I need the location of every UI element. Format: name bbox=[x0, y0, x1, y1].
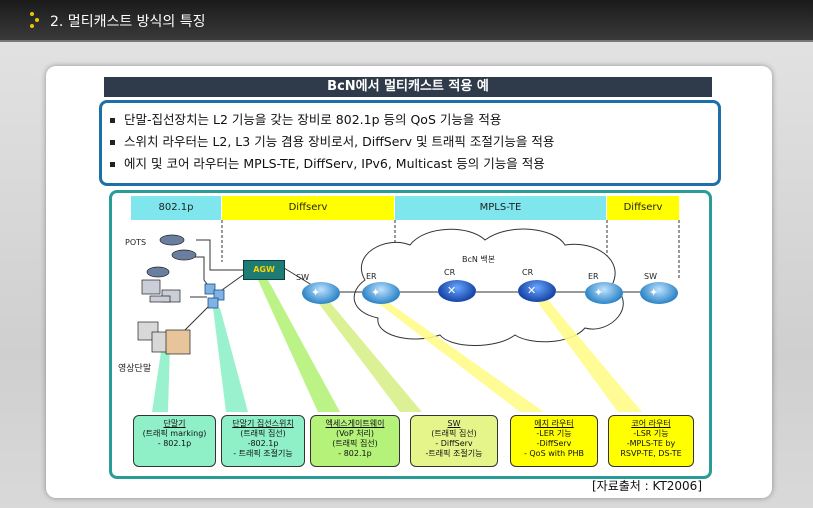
core-router-icon: ✕ bbox=[438, 280, 476, 302]
top-bar: 2. 멀티캐스트 방식의 특징 bbox=[0, 0, 813, 42]
phone-icon bbox=[146, 234, 197, 278]
segment-diffserv-2: Diffserv bbox=[607, 196, 679, 220]
callout-edge-router: 에지 라우터 -LER 기능-DiffServ- QoS with PHB bbox=[510, 415, 598, 467]
switch-router-icon: ✦ bbox=[640, 282, 678, 304]
router-label: SW bbox=[296, 273, 309, 282]
pc-icon bbox=[141, 279, 181, 303]
callout-sw: SW (트래픽 집선)- DiffServ-트래픽 조절기능 bbox=[410, 415, 498, 467]
video-terminal-label: 영상단말 bbox=[118, 364, 152, 374]
router-label: ER bbox=[588, 272, 599, 281]
router-label: CR bbox=[522, 268, 534, 277]
router-label: SW bbox=[644, 272, 657, 281]
agw-gateway: AGW bbox=[243, 260, 285, 280]
access-switch-icon bbox=[204, 283, 225, 309]
segment-diffserv-1: Diffserv bbox=[222, 196, 394, 220]
bullet-item: 스위치 라우터는 L2, L3 기능 겸용 장비로서, DiffServ 및 트… bbox=[110, 131, 718, 153]
router-label: ER bbox=[366, 272, 377, 281]
callout-access-switch: 단말기 집선스위치 (트래픽 집선)-802.1p- 트래픽 조절기능 bbox=[221, 415, 305, 467]
cloud-label: BcN 백본 bbox=[462, 255, 496, 264]
segment-mpls-te: MPLS-TE bbox=[395, 196, 606, 220]
edge-router-icon: ✦ bbox=[362, 282, 400, 304]
section-header: BcN에서 멀티캐스트 적용 예 bbox=[104, 77, 712, 97]
core-router-icon: ✕ bbox=[518, 280, 556, 302]
bullet-item: 에지 및 코어 라우터는 MPLS-TE, DiffServ, IPv6, Mu… bbox=[110, 153, 718, 175]
bullet-dots-icon bbox=[30, 12, 44, 28]
bullet-box: 단말-집선장치는 L2 기능을 갖는 장비로 802.1p 등의 QoS 기능을… bbox=[99, 100, 721, 186]
callout-terminal: 단말기 (트래픽 marking)- 802.1p bbox=[133, 415, 216, 467]
callout-access-gateway: 엑세스게이트웨이 (VoP 처리)(트래픽 집선)- 802.1p bbox=[310, 415, 400, 467]
switch-router-icon: ✦ bbox=[302, 282, 340, 304]
edge-router-icon: ✦ bbox=[585, 282, 623, 304]
source-note: [자료출처 : KT2006] bbox=[592, 479, 703, 493]
bullet-item: 단말-집선장치는 L2 기능을 갖는 장비로 802.1p 등의 QoS 기능을… bbox=[110, 109, 718, 131]
video-phone-icon bbox=[137, 321, 191, 355]
page-title: 2. 멀티캐스트 방식의 특징 bbox=[50, 14, 206, 30]
pots-label: POTS bbox=[125, 238, 147, 247]
router-label: CR bbox=[444, 268, 456, 277]
segment-8021p: 802.1p bbox=[131, 196, 221, 220]
